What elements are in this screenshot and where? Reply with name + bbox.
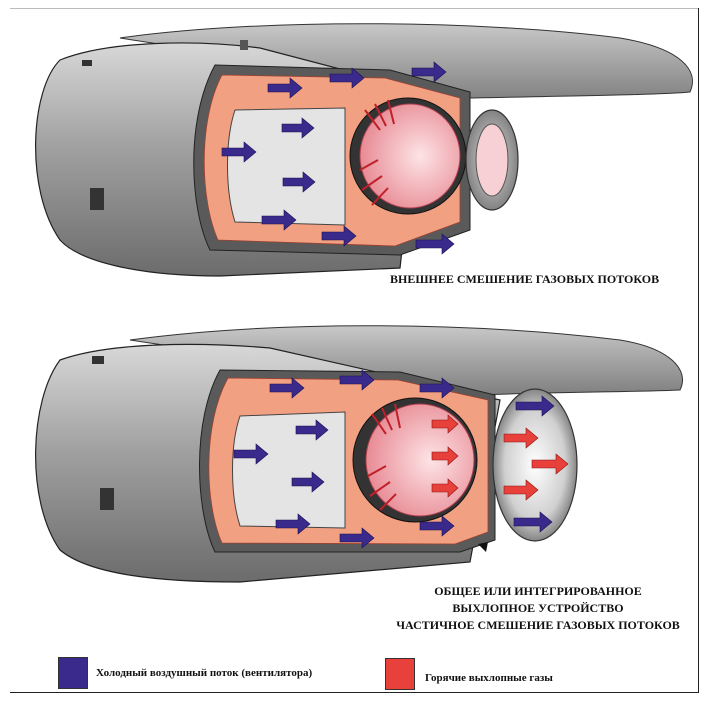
- access-panel: [100, 488, 114, 510]
- top-engine-illustration: [35, 23, 693, 277]
- access-panel: [82, 60, 92, 66]
- figure-frame: [10, 8, 699, 693]
- hot-flow-arrows: [431, 414, 569, 501]
- cold-flow-arrows: [221, 61, 455, 255]
- access-panel: [90, 188, 104, 210]
- pointer-mark: [478, 542, 488, 552]
- bottom-caption-line1: ОБЩЕЕ ИЛИ ИНТЕГРИРОВАННОЕ: [434, 584, 642, 598]
- cold-flow-arrows: [233, 369, 555, 549]
- frame-top-line: [10, 8, 698, 9]
- core-exhaust: [365, 403, 475, 517]
- legend-hot-swatch: [385, 658, 415, 690]
- bottom-engine-illustration: [35, 325, 683, 583]
- access-panel: [92, 356, 104, 364]
- wing-pylon: [119, 23, 693, 109]
- legend-cold-label: Холодный воздушный поток (вентилятора): [96, 667, 313, 679]
- turbine-vanes: [359, 99, 395, 206]
- core-exhaust: [359, 103, 461, 209]
- legend-cold-swatch: [58, 657, 88, 689]
- top-caption: ВНЕШНЕЕ СМЕШЕНИЕ ГАЗОВЫХ ПОТОКОВ: [390, 272, 660, 286]
- access-panel: [240, 40, 248, 50]
- turbine-vanes: [367, 403, 401, 511]
- core-casing: [232, 411, 346, 529]
- exhaust-ring-inner: [475, 123, 509, 197]
- bottom-caption-line2: ВЫХЛОПНОЕ УСТРОЙСТВО: [452, 601, 624, 615]
- bottom-caption: ОБЩЕЕ ИЛИ ИНТЕГРИРОВАННОЕ ВЫХЛОПНОЕ УСТР…: [388, 584, 688, 633]
- legend-hot-label: Горячие выхлопные газы: [425, 672, 553, 684]
- bottom-caption-line3: ЧАСТИЧНОЕ СМЕШЕНИЕ ГАЗОВЫХ ПОТОКОВ: [396, 618, 680, 632]
